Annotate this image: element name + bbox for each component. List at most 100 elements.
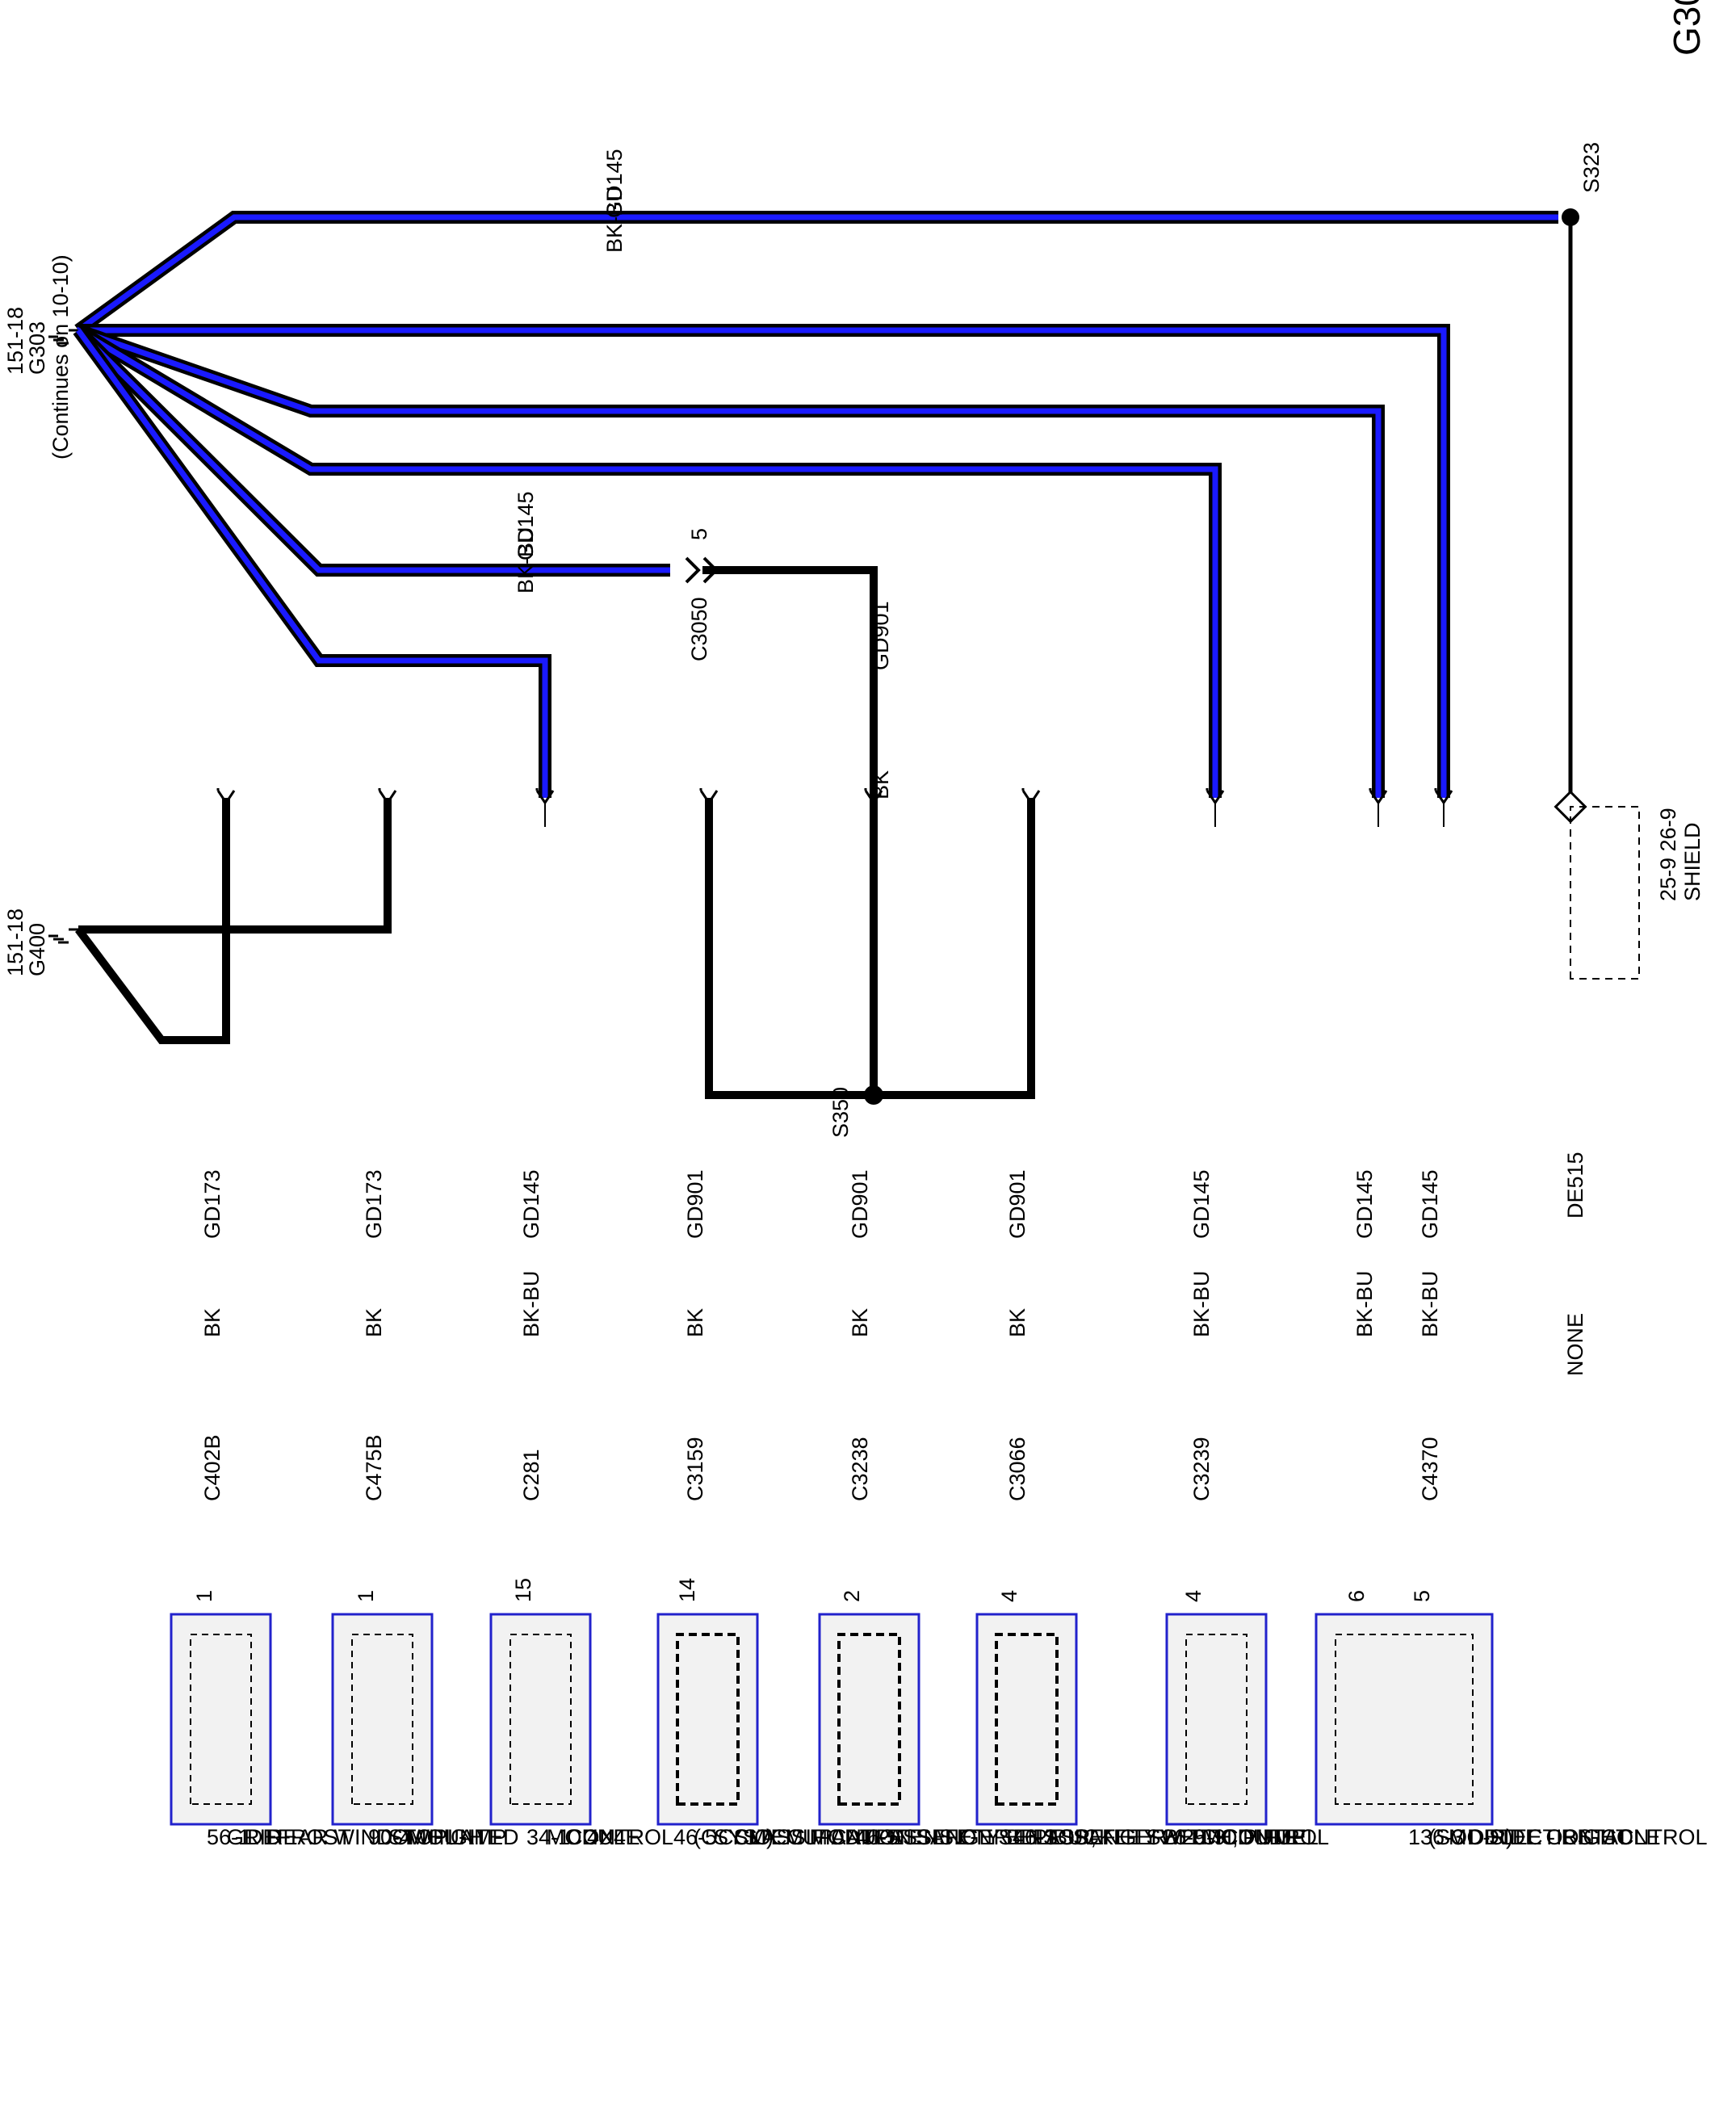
ground-g303-ref: 151-18 (3, 307, 27, 375)
component-inner-outline (1335, 1634, 1474, 1805)
component-name-line: 26-9 (1162, 1825, 1206, 1849)
component-name-line: DEFROST (247, 1825, 351, 1849)
component-inner-outline (351, 1634, 413, 1805)
component-name-line: SIDE OBSTACLE (1489, 1825, 1661, 1849)
wire-gd145-sod-6 (76, 324, 1385, 798)
branch-circuit-label: GD145 (1352, 1169, 1377, 1239)
branch-circuit-label: GD173 (362, 1169, 386, 1239)
wire-gd901-s350-feed (702, 566, 878, 1085)
branch-pin-label: 1 (192, 1590, 216, 1602)
component-name-line: 46-1 (1013, 1825, 1056, 1849)
component-name-line: 34-1 (526, 1825, 570, 1849)
ground-g303-icon (48, 329, 78, 345)
wire-gd145-sod-5 (78, 324, 1450, 798)
inline-connector-c3050 (685, 556, 719, 584)
branch-circuit-label: GD901 (1005, 1169, 1029, 1239)
s350-feed-circuit: GD901 (869, 601, 893, 670)
branch-connector-label: C402B (200, 1434, 224, 1501)
component-name-line: MODULE (1202, 1825, 1296, 1849)
wire-gd901-buckle (874, 798, 1035, 1099)
branch-connector-label: C4370 (1418, 1437, 1442, 1501)
component-box (170, 1613, 272, 1826)
component-name-line: MODULE (547, 1825, 640, 1849)
component-name-line: MOUNTED (409, 1825, 519, 1849)
branch-pin-label: 1 (354, 1590, 378, 1602)
splice-s323 (1562, 208, 1579, 226)
connector-fork-icon (216, 788, 236, 805)
branch-color-label: BK-BU (1418, 1270, 1442, 1337)
s350-feed-color: BK (869, 770, 893, 799)
wire-gd145-4x4 (73, 326, 551, 798)
component-name-line: PUMP (1243, 1825, 1306, 1849)
branch-pin-label: 4 (1181, 1590, 1206, 1602)
wire-gd173-defrost (75, 798, 230, 1044)
splice-s323-label: S323 (1579, 142, 1604, 193)
component-name-line: SYSTEM MODULE (714, 1825, 903, 1849)
component-name-line: OCCUPANT (754, 1825, 875, 1849)
ground-g400-ref: 151-18 (3, 908, 27, 976)
wire-gd173-stoplamp (78, 798, 392, 934)
component-box (818, 1613, 920, 1826)
component-name-line: HIGH (429, 1825, 484, 1849)
component-name-line: STOPLAMP (388, 1825, 507, 1849)
component-inner-outline (837, 1633, 901, 1806)
component-name-line: DETECTION CONTROL (1469, 1825, 1708, 1849)
component-name-line: REAR WINDOW (267, 1825, 430, 1849)
component-inner-outline (676, 1633, 740, 1806)
component-inner-outline (1185, 1634, 1247, 1805)
branch-pin-label: 14 (675, 1578, 699, 1602)
component-box (975, 1613, 1078, 1826)
branch-color-label: BK-BU (519, 1270, 543, 1337)
component-name-line: CLASSIFICATION (734, 1825, 912, 1849)
component-name-line: BUCKLE SWITCH, (1053, 1825, 1239, 1849)
branch-circuit-label: GD145 (1418, 1169, 1442, 1239)
shield-refs: 25-9 26-9 (1656, 808, 1680, 901)
splice-s350-label: S350 (828, 1087, 853, 1138)
branch-circuit-label: GD173 (200, 1169, 224, 1239)
top-wire-circuit: GD145 (602, 149, 627, 218)
component-name-line: GRID (227, 1825, 282, 1849)
branch-circuit-label: GD145 (1189, 1169, 1214, 1239)
branch-connector-label: C3238 (848, 1437, 872, 1501)
shield-box (1570, 806, 1640, 980)
component-box (656, 1613, 759, 1826)
component-name-line: (OCSM) (694, 1825, 774, 1849)
branch-color-label: BK (848, 1308, 872, 1337)
diagram-title: G303, G400 (1666, 0, 1708, 56)
wire-gd145-fpcm (74, 325, 1222, 798)
component-name-line: SAFETY BELT (916, 1825, 1059, 1849)
branch-connector-label: C3066 (1005, 1437, 1029, 1501)
connector-fork-icon (699, 788, 719, 805)
component-name-line: CONTROL (1222, 1825, 1329, 1849)
component-box (1315, 1613, 1494, 1826)
shield-label: SHIELD (1680, 822, 1705, 901)
component-name-line: TENSION SENSOR, (895, 1825, 1097, 1849)
branch-pin-label: 15 (511, 1578, 535, 1602)
branch-color-label: BK (683, 1308, 707, 1337)
branch-pin-label: 6 (1344, 1590, 1369, 1602)
component-name-line: CONTROL (567, 1825, 673, 1849)
ground-g400-icon (48, 928, 78, 944)
shield-wire-circuit: DE515 (1563, 1152, 1587, 1219)
wire-gd145-c3050 (73, 325, 670, 577)
branch-circuit-label: GD901 (848, 1169, 872, 1239)
branch-connector-label: C3159 (683, 1437, 707, 1501)
component-box (1165, 1613, 1268, 1826)
component-name-line: SAFETY BELT (1073, 1825, 1217, 1849)
inline-connector-name: C3050 (687, 597, 711, 661)
branch-pin-label: 4 (997, 1590, 1021, 1602)
wire-gd901-ocsm (705, 798, 874, 1099)
shield-wire-color: NONE (1563, 1313, 1587, 1376)
top-wire-color: BK-BU (602, 186, 627, 253)
branch-connector-label: C3239 (1189, 1437, 1214, 1501)
component-name-line: PASSENGER (1033, 1825, 1167, 1849)
component-inner-outline (995, 1633, 1059, 1806)
ground-g303-label: G303 (25, 321, 49, 375)
component-name-line: FUEL (1263, 1825, 1319, 1849)
branch-pin-label: 2 (840, 1590, 864, 1602)
component-name-line: 136-3 (1408, 1825, 1464, 1849)
inline-connector-pin: 5 (687, 528, 711, 540)
component-name-line: (SOD-R) (1428, 1825, 1513, 1849)
component-box (489, 1613, 592, 1826)
